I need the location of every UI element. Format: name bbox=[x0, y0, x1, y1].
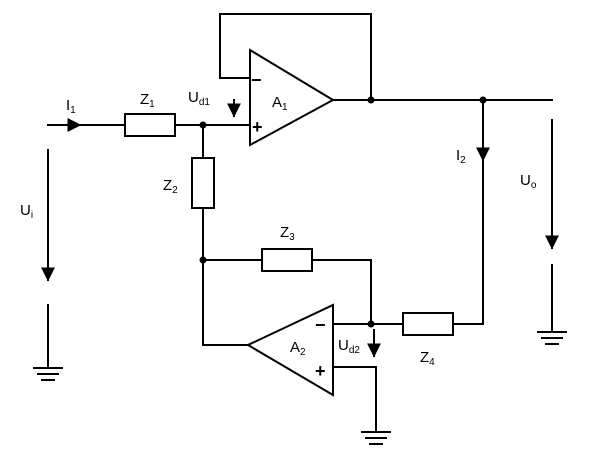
label-ui: Ui bbox=[20, 202, 33, 221]
feedback-loop-a1 bbox=[219, 13, 372, 101]
label-a1: A1 bbox=[272, 94, 288, 113]
label-uo: Uo bbox=[520, 172, 537, 191]
a1-minus-sign: − bbox=[251, 70, 262, 90]
label-z2: Z2 bbox=[163, 177, 178, 196]
resistor-z2 bbox=[191, 157, 215, 209]
label-ud1: Ud1 bbox=[188, 89, 210, 108]
resistor-z3 bbox=[261, 248, 313, 272]
a2-plus-sign: + bbox=[315, 361, 326, 381]
ground-output bbox=[537, 331, 567, 345]
label-i1: I1 bbox=[66, 97, 76, 116]
resistor-z4 bbox=[402, 312, 454, 336]
resistor-z1 bbox=[124, 113, 176, 137]
junction-a2-inverting bbox=[367, 320, 375, 328]
label-z3: Z3 bbox=[280, 224, 295, 243]
label-z4: Z4 bbox=[420, 349, 435, 368]
a1-plus-sign: + bbox=[252, 117, 263, 137]
ground-a2 bbox=[361, 431, 391, 445]
opamp-a1 bbox=[249, 48, 336, 147]
opamp-a2 bbox=[245, 303, 334, 397]
a2-minus-sign: − bbox=[315, 315, 326, 335]
ground-input bbox=[33, 367, 63, 381]
junction-a1-output bbox=[367, 96, 375, 104]
label-i2: I2 bbox=[456, 147, 466, 166]
label-z1: Z1 bbox=[140, 91, 155, 110]
label-a2: A2 bbox=[290, 339, 306, 358]
label-ud2: Ud2 bbox=[338, 337, 360, 356]
